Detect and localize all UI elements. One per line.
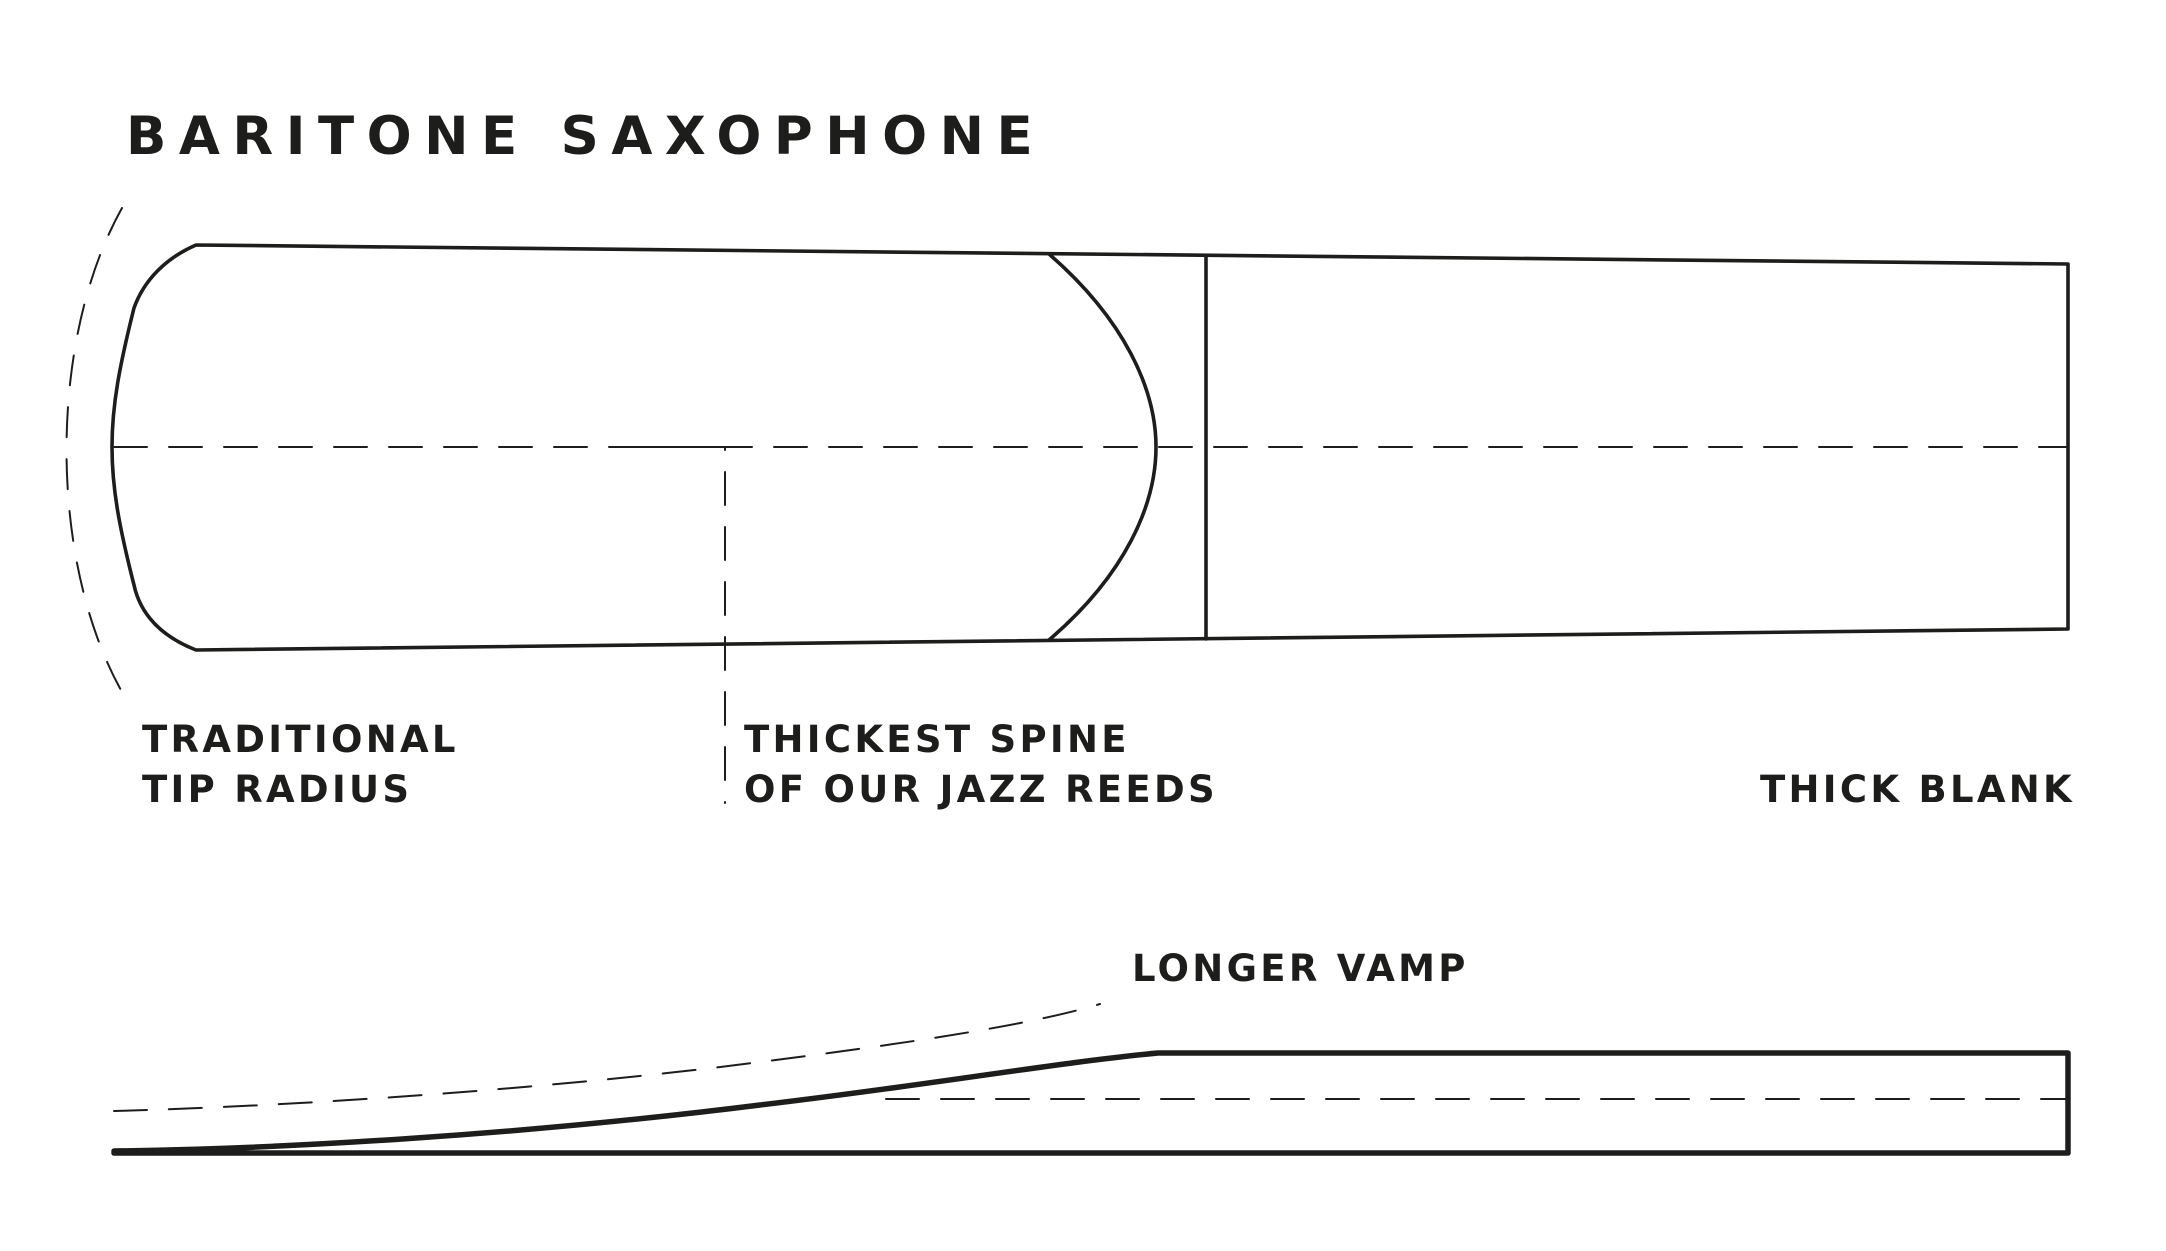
reed-top-outline <box>110 243 2070 652</box>
longer-vamp-label: LONGER VAMP <box>1132 947 1469 990</box>
tip-radius-label-line2: TIP RADIUS <box>142 768 413 811</box>
spine-label-line1: THICKEST SPINE <box>744 718 1130 761</box>
tip-radius-label-line1: TRADITIONAL <box>142 718 459 761</box>
longer-vamp-dashed-curve <box>113 1003 1101 1112</box>
spine-label-line2: OF OUR JAZZ REEDS <box>744 768 1218 811</box>
diagram-title: BARITONE SAXOPHONE <box>126 106 1046 167</box>
tip-radius-dashed-arc <box>65 207 123 693</box>
vamp-cut-curve <box>1047 252 1158 642</box>
spine-dashed-marker <box>639 446 726 804</box>
tip-radius-label: TRADITIONAL TIP RADIUS <box>142 715 459 815</box>
reed-side-profile <box>111 1050 2071 1156</box>
thick-blank-label: THICK BLANK <box>1760 768 2076 811</box>
spine-label: THICKEST SPINE OF OUR JAZZ REEDS <box>744 715 1218 815</box>
